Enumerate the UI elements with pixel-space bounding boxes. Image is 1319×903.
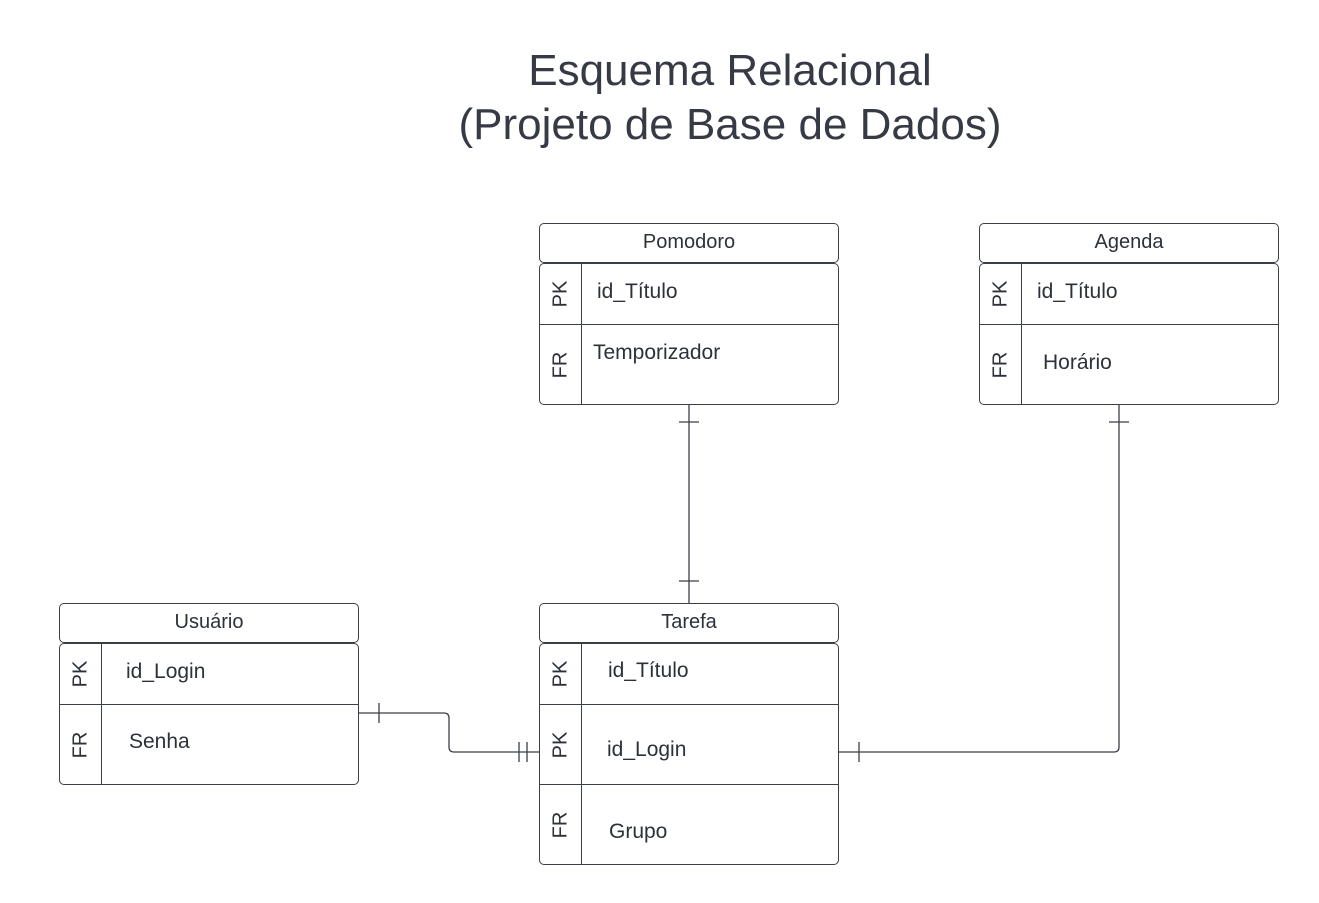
- key-cell: FR: [980, 325, 1022, 404]
- entity-agenda-header: Agenda: [979, 223, 1279, 263]
- entity-usuario-body: PK id_Login FR Senha: [59, 643, 359, 785]
- key-label: FR: [549, 351, 571, 378]
- entity-row: PK id_Título: [980, 264, 1278, 324]
- entity-tarefa-header: Tarefa: [539, 603, 839, 643]
- key-label: PK: [549, 660, 571, 688]
- entity-row: FR Grupo: [540, 784, 838, 864]
- entity-usuario: Usuário PK id_Login FR Senha: [59, 603, 359, 785]
- key-label: PK: [549, 280, 571, 308]
- key-cell: PK: [540, 264, 582, 324]
- field-label: id_Login: [607, 738, 687, 761]
- entity-row: FR Temporizador: [540, 324, 838, 404]
- key-cell: PK: [540, 644, 582, 704]
- entity-tarefa: Tarefa PK id_Título PK id_Login FR Grupo: [539, 603, 839, 865]
- entity-pomodoro-header: Pomodoro: [539, 223, 839, 263]
- field-label: id_Título: [608, 659, 689, 682]
- key-cell: FR: [540, 785, 582, 864]
- relation-usuario-tarefa: [359, 712, 539, 753]
- field-label: id_Título: [1037, 280, 1118, 303]
- diagram-title-line-1: Esquema Relacional: [528, 46, 932, 95]
- key-label: FR: [69, 731, 91, 758]
- key-label: PK: [549, 731, 571, 758]
- entity-tarefa-body: PK id_Título PK id_Login FR Grupo: [539, 643, 839, 865]
- field-label: Temporizador: [593, 341, 721, 364]
- key-cell: FR: [540, 325, 582, 404]
- entity-usuario-header: Usuário: [59, 603, 359, 643]
- entity-agenda-body: PK id_Título FR Horário: [979, 263, 1279, 405]
- key-cell: PK: [540, 705, 582, 784]
- key-label: PK: [989, 280, 1011, 308]
- field-label: Senha: [129, 730, 190, 753]
- diagram-title-line-2: (Projeto de Base de Dados): [458, 100, 1002, 149]
- relation-agenda-tarefa: [839, 403, 1120, 753]
- entity-row: PK id_Título: [540, 644, 838, 704]
- field-label: id_Login: [126, 660, 206, 683]
- key-label: FR: [989, 351, 1011, 378]
- field-label: id_Título: [597, 280, 678, 303]
- entity-row: FR Senha: [60, 704, 358, 784]
- field-label: Grupo: [609, 820, 668, 843]
- entity-row: PK id_Título: [540, 264, 838, 324]
- diagram-title: Esquema Relacional (Projeto de Base de D…: [0, 44, 1319, 152]
- key-label: PK: [69, 660, 91, 688]
- entity-row: PK id_Login: [60, 644, 358, 704]
- entity-agenda: Agenda PK id_Título FR Horário: [979, 223, 1279, 405]
- key-label: FR: [549, 811, 571, 838]
- entity-pomodoro: Pomodoro PK id_Título FR Temporizador: [539, 223, 839, 405]
- key-cell: FR: [60, 705, 102, 784]
- key-cell: PK: [980, 264, 1022, 324]
- key-cell: PK: [60, 644, 102, 704]
- entity-row: FR Horário: [980, 324, 1278, 404]
- entity-row: PK id_Login: [540, 704, 838, 784]
- field-label: Horário: [1043, 351, 1112, 374]
- entity-pomodoro-body: PK id_Título FR Temporizador: [539, 263, 839, 405]
